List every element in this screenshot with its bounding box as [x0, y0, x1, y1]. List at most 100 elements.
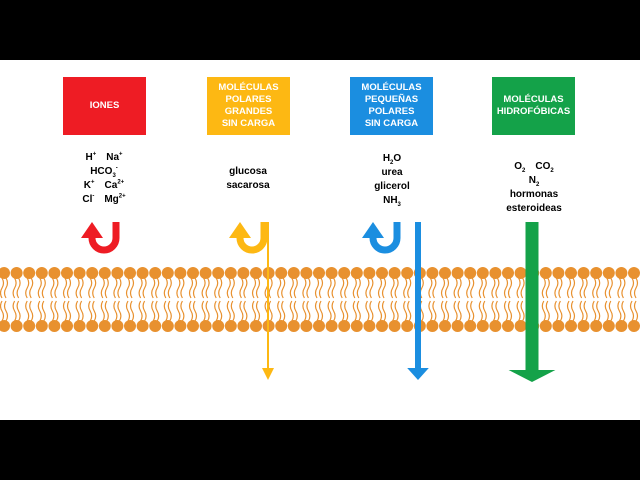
lipid-tail — [243, 277, 248, 299]
ions-arrow-u-turn-head — [81, 222, 103, 238]
lipid-tail — [243, 300, 248, 322]
lipid-tail — [268, 277, 273, 299]
hydrophobic-pass-arrow-shaft — [525, 222, 539, 372]
lipid-tail — [50, 277, 55, 299]
lipid-tail — [129, 277, 135, 299]
lipid-head — [224, 267, 237, 279]
lipid-tail — [377, 300, 383, 322]
lipid-tail — [592, 300, 597, 322]
lipid-head — [338, 320, 351, 332]
lipid-tail — [365, 277, 370, 299]
lipid-head — [338, 267, 351, 279]
lipid-tail — [478, 300, 483, 322]
lipid-tail — [470, 277, 475, 299]
lipid-tail — [608, 300, 613, 322]
lipid-head — [111, 320, 124, 332]
lipid-tail — [369, 300, 374, 322]
ion-mg: Mg — [104, 194, 119, 205]
lipid-head — [313, 267, 325, 279]
molecule-h2o: H2O — [382, 153, 402, 166]
molecule-nh3: NH3 — [383, 195, 401, 208]
lipid-tail — [503, 277, 509, 299]
small-polar-list: H2O urea glicerol NH3 — [354, 152, 430, 208]
lipid-head — [388, 320, 401, 332]
lipid-tail — [407, 300, 412, 322]
lipid-tail — [566, 277, 572, 299]
lipid-tail — [37, 300, 42, 322]
lipid-tail — [428, 300, 433, 322]
lipid-head — [35, 320, 48, 332]
lipid-tail — [495, 300, 500, 322]
lipid-tail — [92, 300, 97, 322]
lipid-bilayer — [0, 267, 640, 332]
lipid-tail — [66, 300, 72, 322]
lipid-tail — [570, 277, 576, 299]
lipid-tail — [251, 300, 257, 322]
letterbox-top — [0, 0, 640, 60]
lipid-tail — [255, 300, 261, 322]
small-polar-pass-arrow-shaft — [415, 222, 421, 370]
lipid-head — [502, 267, 514, 279]
lipid-tail — [331, 300, 336, 322]
lipid-tail — [100, 277, 105, 299]
lipid-tail — [239, 277, 244, 299]
lipid-tail — [230, 300, 235, 322]
lipid-tail — [444, 277, 450, 299]
lipid-head — [350, 320, 363, 332]
lipid-head — [73, 320, 86, 332]
lipid-tail — [318, 277, 324, 299]
lipid-head — [149, 267, 162, 279]
lipid-tail — [453, 277, 458, 299]
category-box-hydrophobic: MOLÉCULAS HIDROFÓBICAS — [492, 77, 575, 135]
lipid-tail — [545, 300, 550, 322]
molecule-esteroideas: esteroideas — [506, 203, 562, 214]
lipid-tail — [66, 277, 72, 299]
lipid-head — [275, 320, 288, 332]
lipid-tail — [495, 277, 500, 299]
lipid-tail — [579, 277, 584, 299]
lipid-tail — [50, 300, 55, 322]
lipid-tail — [344, 300, 349, 322]
lipid-tail — [629, 277, 635, 299]
lipid-head — [275, 267, 288, 279]
large-polar-pass-arrow-shaft — [267, 222, 269, 370]
lipid-tail — [167, 277, 172, 299]
lipid-tail — [163, 277, 168, 299]
lipid-tail — [352, 277, 357, 299]
lipid-head — [476, 267, 489, 279]
lipid-head — [136, 320, 149, 332]
lipid-head — [48, 267, 61, 279]
lipid-tail — [621, 277, 626, 299]
category-label-large-polar: MOLÉCULAS POLARES GRANDES SIN CARGA — [218, 82, 279, 129]
lipid-tail — [541, 300, 546, 322]
lipid-head — [565, 320, 577, 332]
lipid-tail — [470, 300, 475, 322]
molecule-o2: O2 — [514, 161, 526, 174]
lipid-head — [615, 320, 628, 332]
lipid-head — [476, 320, 489, 332]
large-polar-list: glucosa sacarosa — [210, 165, 286, 193]
lipid-head — [514, 320, 527, 332]
lipid-tail — [12, 300, 17, 322]
lipid-head — [300, 320, 313, 332]
lipid-head — [61, 320, 73, 332]
lipid-head — [565, 267, 577, 279]
lipid-head — [590, 267, 603, 279]
lipid-tail — [608, 277, 613, 299]
ion-ca: Ca — [104, 180, 118, 191]
lipid-head — [401, 267, 414, 279]
lipid-tail — [302, 300, 307, 322]
lipid-head — [577, 320, 590, 332]
lipid-tail — [113, 277, 118, 299]
lipid-head — [212, 320, 225, 332]
lipid-tail — [583, 277, 588, 299]
lipid-head — [98, 320, 111, 332]
lipid-tail — [104, 300, 109, 322]
lipid-tail — [37, 277, 42, 299]
lipid-head — [502, 320, 514, 332]
lipid-tail — [403, 300, 408, 322]
molecule-n2: N2 — [528, 175, 540, 188]
lipid-tail — [226, 277, 231, 299]
lipid-tail — [205, 277, 210, 299]
